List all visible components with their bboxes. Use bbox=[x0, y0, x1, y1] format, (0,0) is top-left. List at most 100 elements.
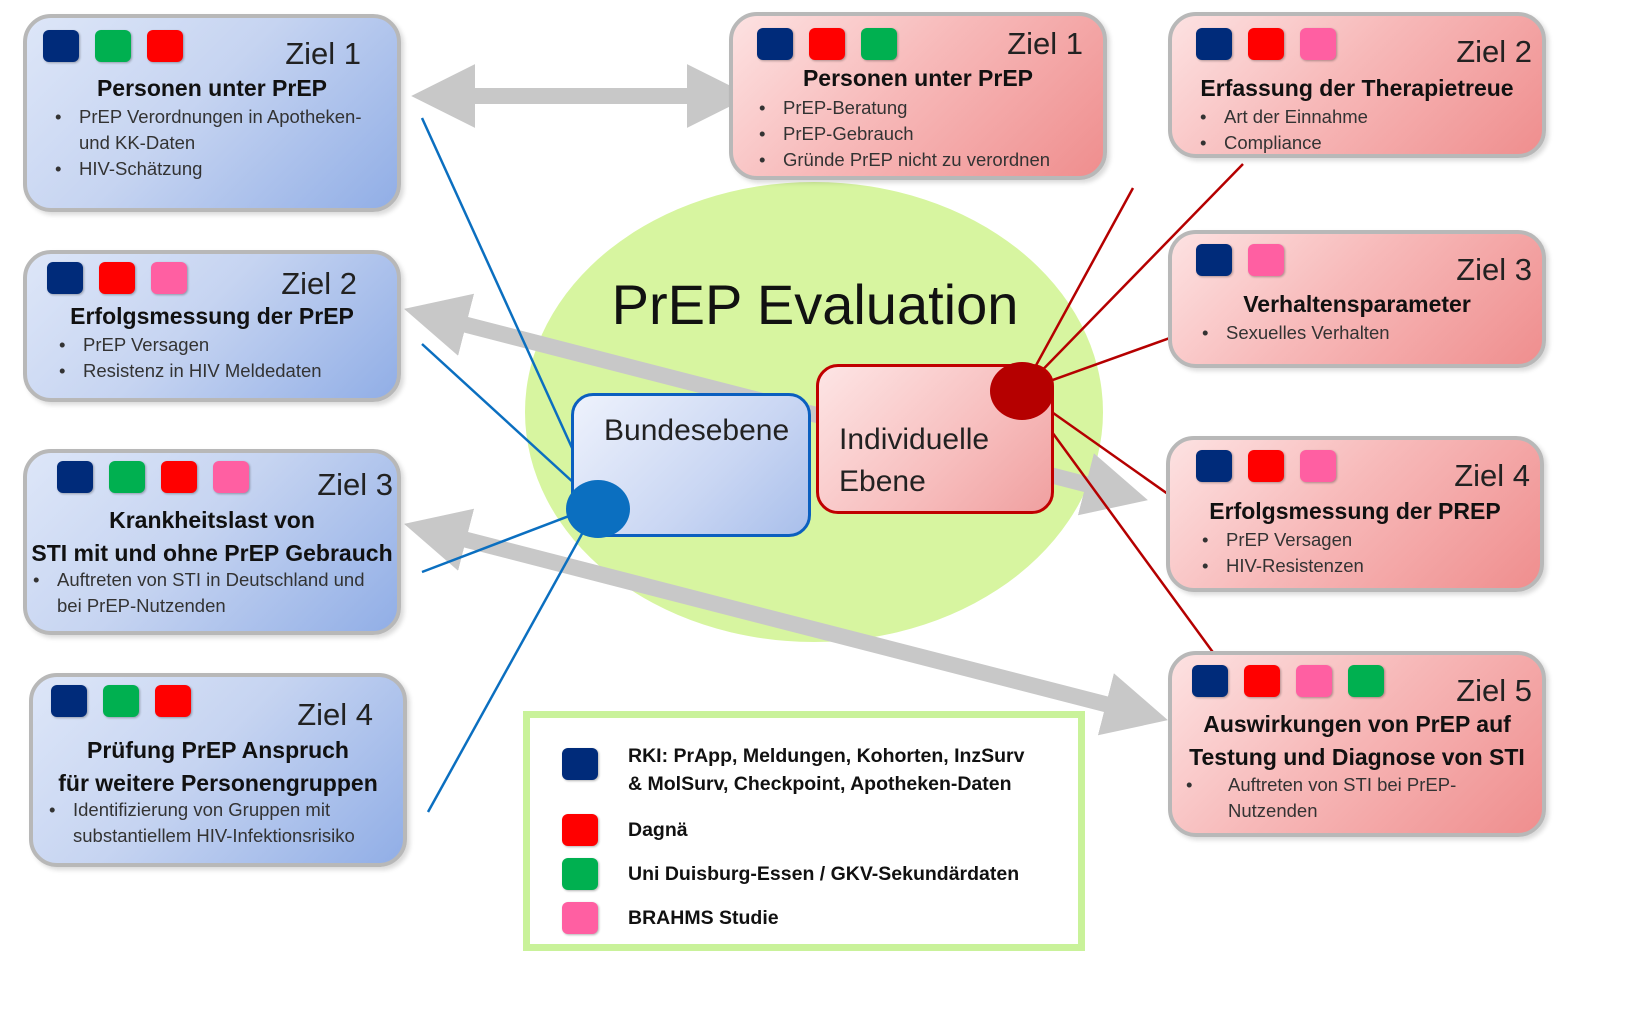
source-square bbox=[1300, 28, 1336, 60]
box-title: Erfassung der Therapietreue bbox=[1200, 75, 1514, 101]
source-squares bbox=[757, 28, 897, 60]
red-line-ziel2 bbox=[1021, 163, 1244, 392]
bullet-list: PrEP Versagen HIV-Resistenzen bbox=[1200, 527, 1530, 579]
source-square bbox=[1300, 450, 1336, 482]
source-square bbox=[1196, 450, 1232, 482]
source-square bbox=[861, 28, 897, 60]
legend: RKI: PrApp, Meldungen, Kohorten, InzSurv… bbox=[523, 711, 1085, 951]
ziel-label: Ziel 1 bbox=[285, 36, 361, 71]
source-square bbox=[757, 28, 793, 60]
source-square bbox=[1192, 665, 1228, 697]
source-square bbox=[1348, 665, 1384, 697]
box-title: Personen unter PrEP bbox=[802, 65, 1034, 91]
source-square bbox=[161, 461, 197, 493]
bullet-item: PrEP-Gebrauch bbox=[757, 121, 1097, 147]
source-square bbox=[1196, 244, 1232, 276]
bullet-item: PrEP-Beratung bbox=[757, 95, 1097, 121]
ziel-label: Ziel 2 bbox=[281, 266, 357, 301]
bullet-item: PrEP Verordnungen in Apotheken- und KK-D… bbox=[53, 104, 393, 156]
source-square bbox=[57, 461, 93, 493]
ziel-label: Ziel 3 bbox=[317, 467, 393, 502]
source-squares bbox=[57, 461, 249, 493]
bullet-list: Auftreten von STI in Deutschland und bei… bbox=[31, 567, 393, 619]
right-box-ziel4: Ziel 4 Erfolgsmessung der PREP PrEP Vers… bbox=[1166, 436, 1544, 592]
ziel-label: Ziel 2 bbox=[1456, 34, 1532, 69]
bullet-list: Identifizierung von Gruppen mit substant… bbox=[47, 797, 397, 849]
bullet-item: HIV-Schätzung bbox=[53, 156, 393, 182]
bullet-list: Sexuelles Verhalten bbox=[1200, 320, 1530, 346]
source-square bbox=[99, 262, 135, 294]
individuelle-node bbox=[990, 362, 1054, 420]
source-squares bbox=[43, 30, 183, 62]
ziel-label: Ziel 5 bbox=[1456, 673, 1532, 708]
bullet-item: Compliance bbox=[1198, 130, 1528, 156]
source-squares bbox=[1196, 244, 1284, 276]
bullet-item: PrEP Versagen bbox=[1200, 527, 1530, 553]
blue-line-ziel1 bbox=[420, 117, 600, 506]
bullet-item: Art der Einnahme bbox=[1198, 104, 1528, 130]
bullet-item: PrEP Versagen bbox=[57, 332, 397, 358]
bullet-item: Gründe PrEP nicht zu verordnen bbox=[757, 147, 1097, 173]
right-box-ziel1: Ziel 1 Personen unter PrEP PrEP-Beratung… bbox=[729, 12, 1107, 180]
right-box-ziel3: Ziel 3 Verhaltensparameter Sexuelles Ver… bbox=[1168, 230, 1546, 368]
bullet-list: Auftreten von STI bei PrEP-Nutzenden bbox=[1184, 772, 1514, 824]
source-square bbox=[155, 685, 191, 717]
source-square bbox=[1248, 244, 1284, 276]
box-title: Erfolgsmessung der PrEP bbox=[70, 303, 354, 329]
source-squares bbox=[1196, 28, 1336, 60]
source-square bbox=[95, 30, 131, 62]
bundesebene-node bbox=[566, 480, 630, 538]
legend-swatch-rki bbox=[562, 748, 598, 780]
box-title: Verhaltensparameter bbox=[1243, 291, 1471, 317]
source-square bbox=[809, 28, 845, 60]
source-square bbox=[51, 685, 87, 717]
bullet-list: PrEP-Beratung PrEP-Gebrauch Gründe PrEP … bbox=[757, 95, 1097, 173]
bullet-item: Sexuelles Verhalten bbox=[1200, 320, 1530, 346]
individuelle-label-line2: Ebene bbox=[839, 465, 926, 498]
source-square bbox=[147, 30, 183, 62]
diagram-title: PrEP Evaluation bbox=[611, 273, 1019, 336]
individuelle-label-line1: Individuelle bbox=[839, 423, 990, 456]
source-square bbox=[43, 30, 79, 62]
bullet-item: Auftreten von STI in Deutschland und bei… bbox=[31, 567, 393, 619]
source-square bbox=[213, 461, 249, 493]
source-square bbox=[47, 262, 83, 294]
bullet-item: HIV-Resistenzen bbox=[1200, 553, 1530, 579]
source-squares bbox=[1196, 450, 1336, 482]
ziel-label: Ziel 3 bbox=[1456, 252, 1532, 287]
ziel-label: Ziel 4 bbox=[1454, 458, 1530, 493]
legend-label-rki: RKI: PrApp, Meldungen, Kohorten, InzSurv… bbox=[628, 745, 1025, 795]
blue-line-ziel2 bbox=[421, 343, 599, 506]
bullet-item: Identifizierung von Gruppen mit substant… bbox=[47, 797, 397, 849]
source-square bbox=[103, 685, 139, 717]
legend-label-dagnae: Dagnä bbox=[628, 819, 688, 841]
source-squares bbox=[47, 262, 187, 294]
source-square bbox=[1296, 665, 1332, 697]
right-box-ziel2: Ziel 2 Erfassung der Therapietreue Art d… bbox=[1168, 12, 1546, 158]
source-square bbox=[1248, 450, 1284, 482]
source-squares bbox=[51, 685, 191, 717]
legend-swatch-dagnae bbox=[562, 814, 598, 846]
bullet-item: Resistenz in HIV Meldedaten bbox=[57, 358, 397, 384]
ziel-label: Ziel 4 bbox=[297, 697, 373, 732]
source-square bbox=[1248, 28, 1284, 60]
arrow-ziel3-link bbox=[404, 508, 1168, 736]
bullet-list: PrEP Verordnungen in Apotheken- und KK-D… bbox=[53, 104, 393, 182]
ziel-label: Ziel 1 bbox=[1007, 26, 1083, 61]
legend-swatch-uni bbox=[562, 858, 598, 890]
legend-label-brahms: BRAHMS Studie bbox=[628, 907, 779, 929]
bullet-list: Art der Einnahme Compliance bbox=[1198, 104, 1528, 156]
red-line-ziel1 bbox=[1020, 187, 1135, 392]
left-box-ziel2: Ziel 2 Erfolgsmessung der PrEP PrEP Vers… bbox=[23, 250, 401, 402]
source-square bbox=[1196, 28, 1232, 60]
source-square bbox=[1244, 665, 1280, 697]
source-square bbox=[151, 262, 187, 294]
bundesebene-label: Bundesebene bbox=[604, 414, 790, 447]
legend-label-uni: Uni Duisburg-Essen / GKV-Sekundärdaten bbox=[628, 863, 1020, 885]
